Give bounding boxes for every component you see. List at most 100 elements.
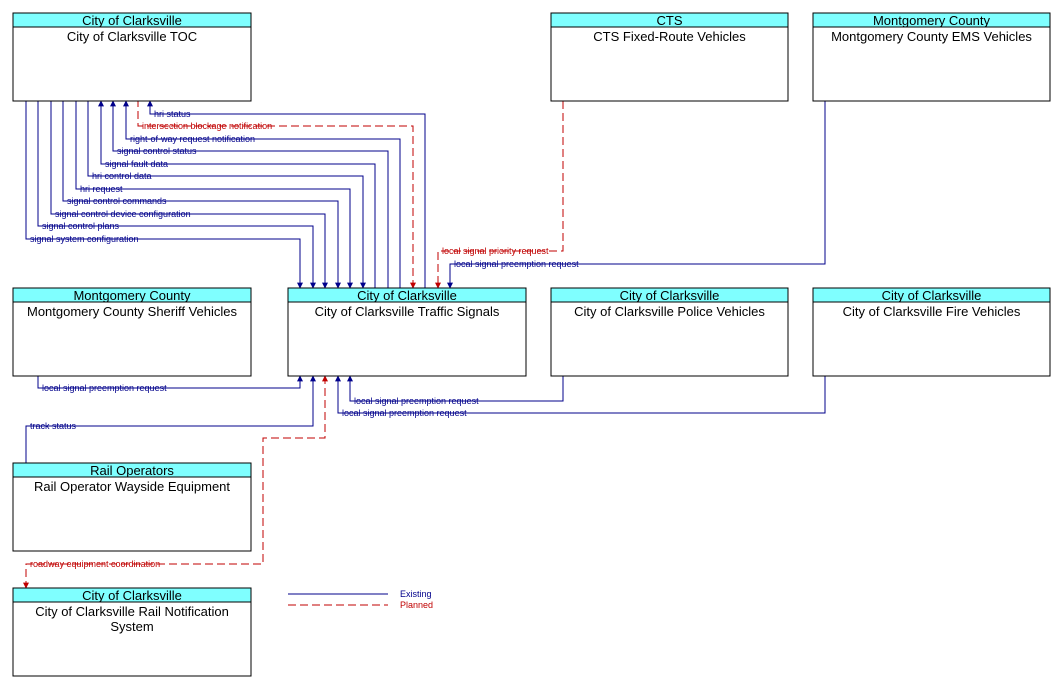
node-org: City of Clarksville bbox=[882, 288, 982, 303]
flow-label: hri request bbox=[80, 184, 123, 194]
flows-layer: hri status intersection blockage notifica… bbox=[23, 100, 826, 589]
flow-label: right-of-way request notification bbox=[130, 134, 255, 144]
flow-label: local signal preemption request bbox=[454, 259, 579, 269]
node-org: Rail Operators bbox=[90, 463, 174, 478]
flow-line bbox=[87, 101, 366, 289]
legend-existing-label: Existing bbox=[400, 589, 432, 599]
legend-planned-label: Planned bbox=[400, 600, 433, 610]
flow-line bbox=[25, 101, 303, 289]
flow: hri status bbox=[147, 100, 426, 288]
flow: roadway equipment coordination bbox=[23, 375, 328, 589]
flow-label: signal control plans bbox=[42, 221, 120, 231]
node-org: City of Clarksville bbox=[82, 588, 182, 603]
flow-label: signal control status bbox=[117, 146, 197, 156]
flow: local signal preemption request bbox=[347, 375, 564, 406]
flow: signal control plans bbox=[37, 101, 316, 289]
flow-label: local signal preemption request bbox=[342, 408, 467, 418]
flow-label: local signal priority request bbox=[442, 246, 549, 256]
flow: local signal preemption request bbox=[335, 375, 826, 418]
node-name: System bbox=[110, 619, 153, 634]
flow: local signal priority request bbox=[435, 101, 564, 289]
node-org: Montgomery County bbox=[73, 288, 191, 303]
node-box bbox=[550, 12, 789, 102]
flow-line bbox=[75, 101, 353, 289]
flow-line bbox=[347, 375, 564, 402]
node-box bbox=[287, 287, 527, 377]
flow-label: signal control commands bbox=[67, 196, 167, 206]
node-header bbox=[812, 287, 1051, 303]
flow-line bbox=[110, 100, 389, 288]
flow-label: intersection blockage notification bbox=[142, 121, 272, 131]
flow: hri control data bbox=[87, 101, 366, 289]
flow-label: local signal preemption request bbox=[42, 383, 167, 393]
flow: local signal preemption request bbox=[447, 101, 826, 289]
node-box bbox=[812, 12, 1051, 102]
node-org: Montgomery County bbox=[873, 13, 991, 28]
flow-line bbox=[123, 100, 401, 288]
flow-label: hri control data bbox=[92, 171, 152, 181]
node-header bbox=[12, 12, 252, 28]
node-name: City of Clarksville Fire Vehicles bbox=[843, 304, 1021, 319]
flow-line bbox=[137, 101, 416, 289]
flow: signal control device configuration bbox=[50, 101, 328, 289]
node-name: Rail Operator Wayside Equipment bbox=[34, 479, 230, 494]
flow-line bbox=[147, 100, 426, 288]
flow-label: signal control device configuration bbox=[55, 209, 191, 219]
node-header bbox=[12, 587, 252, 603]
node-header bbox=[550, 12, 789, 28]
flow: signal fault data bbox=[98, 100, 376, 288]
node-name: Montgomery County EMS Vehicles bbox=[831, 29, 1032, 44]
flow: right-of-way request notification bbox=[123, 100, 401, 288]
node-box bbox=[12, 587, 252, 677]
node-name: Montgomery County Sheriff Vehicles bbox=[27, 304, 238, 319]
node-header bbox=[12, 287, 252, 303]
node-header bbox=[12, 462, 252, 478]
node-box bbox=[12, 462, 252, 552]
flow-label: track status bbox=[30, 421, 77, 431]
flow-line bbox=[447, 101, 826, 289]
node-box bbox=[12, 287, 252, 377]
flow-line bbox=[98, 100, 376, 288]
node-name: City of Clarksville Rail Notification bbox=[35, 604, 229, 619]
flow: hri request bbox=[75, 101, 353, 289]
legend: Existing Planned bbox=[288, 589, 433, 610]
flow-label: signal fault data bbox=[105, 159, 168, 169]
flow: signal control status bbox=[110, 100, 389, 288]
flow-label: hri status bbox=[154, 109, 191, 119]
node-org: CTS bbox=[657, 13, 683, 28]
flow-line bbox=[335, 375, 826, 414]
node-org: City of Clarksville bbox=[357, 288, 457, 303]
flow-line bbox=[50, 101, 328, 289]
node-box bbox=[550, 287, 789, 377]
flow: intersection blockage notification bbox=[137, 101, 416, 289]
flow-line bbox=[435, 101, 564, 289]
node-header bbox=[550, 287, 789, 303]
node-name: City of Clarksville TOC bbox=[67, 29, 197, 44]
flow-label: signal system configuration bbox=[30, 234, 139, 244]
node-org: City of Clarksville bbox=[620, 288, 720, 303]
flow: local signal preemption request bbox=[37, 375, 303, 393]
flow-line bbox=[23, 375, 328, 589]
node-name: City of Clarksville Traffic Signals bbox=[315, 304, 500, 319]
node-box bbox=[812, 287, 1051, 377]
node-header bbox=[287, 287, 527, 303]
node-org: City of Clarksville bbox=[82, 13, 182, 28]
node-name: City of Clarksville Police Vehicles bbox=[574, 304, 765, 319]
flow-line bbox=[37, 101, 316, 289]
flow-label: roadway equipment coordination bbox=[30, 559, 160, 569]
flow-label: local signal preemption request bbox=[354, 396, 479, 406]
node-box bbox=[12, 12, 252, 102]
flow-line bbox=[62, 101, 341, 289]
flow: signal control commands bbox=[62, 101, 341, 289]
